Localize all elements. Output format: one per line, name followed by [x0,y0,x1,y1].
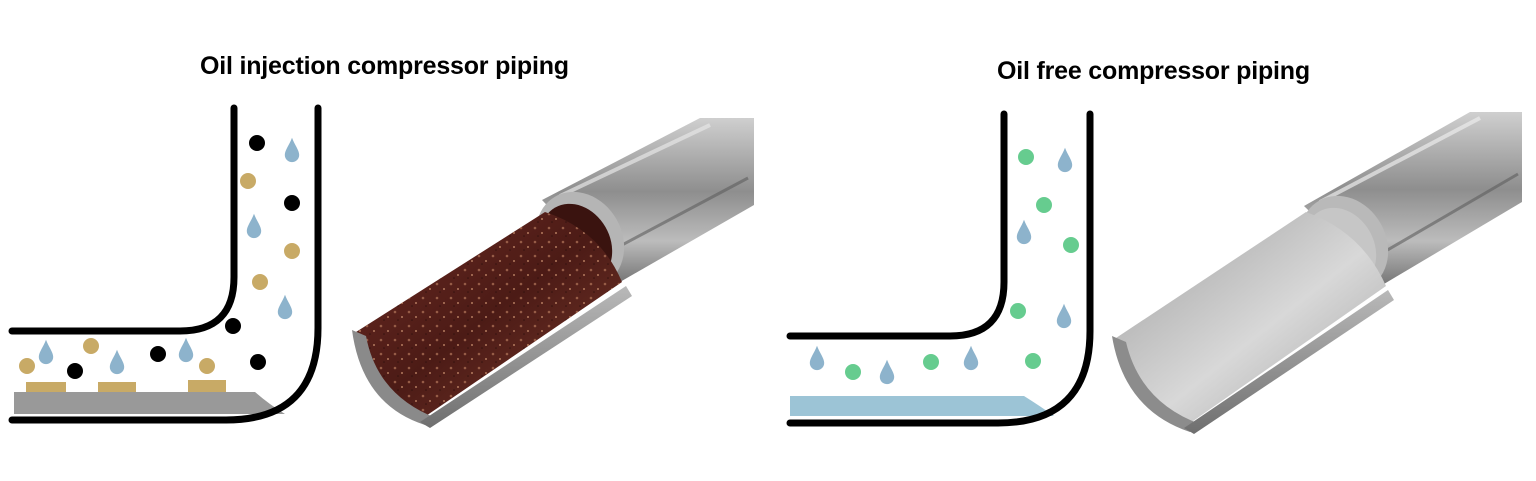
gold-particle [83,338,99,354]
green-particle [1018,149,1034,165]
black-particle [67,363,83,379]
pipe-cut-edge [352,330,436,425]
green-particle [1010,303,1026,319]
gold-particle [284,243,300,259]
water-drop [1016,219,1032,245]
water-drop [277,294,293,320]
black-particle [225,318,241,334]
green-particle [923,354,939,370]
water-drop [38,339,54,365]
clean-pipe-illustration [1112,112,1522,434]
black-particle [150,346,166,362]
gold-particle [240,173,256,189]
pipe-inner-wall [8,104,238,335]
green-particle [845,364,861,380]
water-drop [963,345,979,371]
deposit-block [188,380,226,392]
green-particle [1025,353,1041,369]
pipe-inner-wall [786,110,1008,340]
pipe-outer-wall [786,110,1094,427]
gold-particle [19,358,35,374]
deposit-block [26,382,66,392]
oil-injection-schematic [8,104,322,424]
rusted-pipe-illustration [352,118,754,428]
pipe-outer-wall [8,104,322,424]
oil-free-title: Oil free compressor piping [997,57,1310,85]
gold-particle [252,274,268,290]
water-drop [246,213,262,239]
water-drop [809,345,825,371]
green-particle [1063,237,1079,253]
pipe-cut-edge [1112,336,1200,432]
sludge-layer [14,392,244,414]
water-layer-curve [1002,396,1054,416]
water-drop [178,337,194,363]
green-particle [1036,197,1052,213]
oil-free-schematic [786,110,1094,427]
deposit-block [98,382,136,392]
water-drop [1057,147,1073,173]
water-drop [1056,303,1072,329]
water-layer [790,396,1002,416]
water-drop [284,137,300,163]
black-particle [250,354,266,370]
oil-injection-title: Oil injection compressor piping [200,52,569,80]
water-drop [109,349,125,375]
pipe-half-section [1116,212,1386,426]
black-particle [249,135,265,151]
gold-particle [199,358,215,374]
water-drop [879,359,895,385]
black-particle [284,195,300,211]
